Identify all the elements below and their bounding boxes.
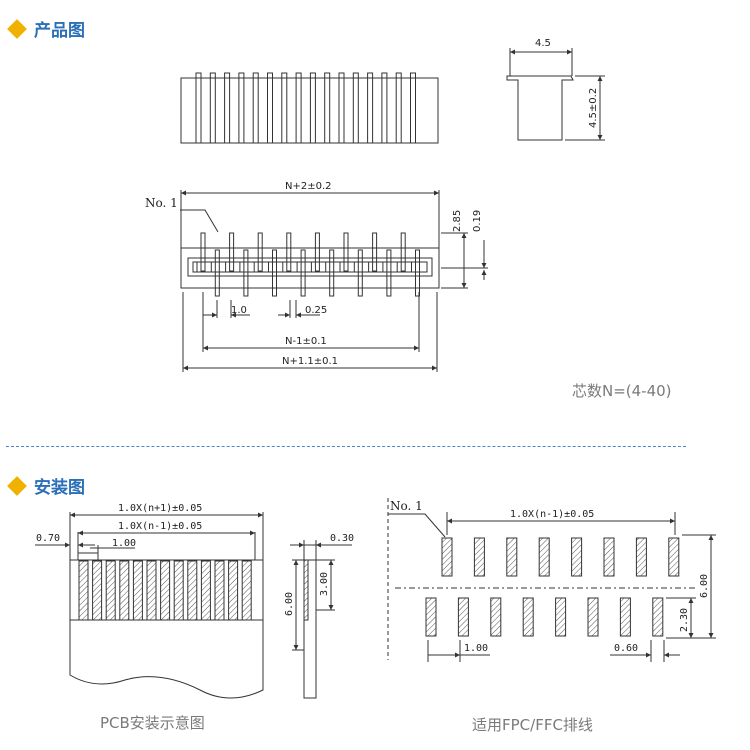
connector-pin — [400, 232, 406, 272]
pcb-pad — [228, 560, 239, 621]
ffc-pad-lower — [490, 597, 502, 637]
connector-pin — [229, 232, 235, 272]
front-slot — [309, 72, 316, 144]
connector-pin — [357, 249, 363, 297]
product-section-head: 产品图 — [6, 16, 85, 41]
pcb-pad — [200, 560, 211, 621]
ffc-caption: 适用FPC/FFC排线 — [472, 716, 593, 734]
pin-width-label: 0.25 — [305, 305, 327, 316]
ffc-pad-lower — [587, 597, 599, 637]
length-n-plus-1-1-label: N+1.1±0.1 — [282, 356, 338, 367]
connector-pin — [343, 232, 349, 272]
side-width-label: 4.5 — [535, 38, 551, 49]
ffc-pad-upper — [571, 537, 583, 577]
pcb-pad — [105, 560, 116, 621]
ffc-pad-lower — [652, 597, 664, 637]
ffc-pin1-label: No. 1 — [390, 499, 423, 513]
connector-pin — [372, 232, 378, 272]
pcb-side-030-label: 0.30 — [330, 533, 354, 544]
pitch-label: 1.0 — [231, 305, 247, 316]
connector-pin — [243, 249, 249, 297]
pcb-pad — [146, 560, 157, 621]
ffc-pad-lower — [555, 597, 567, 637]
top-view — [180, 190, 488, 372]
front-slot — [238, 72, 245, 144]
pin1-label: No. 1 — [145, 196, 178, 210]
front-slot — [367, 72, 374, 144]
install-section-head: 安装图 — [6, 473, 85, 498]
connector-pin — [286, 232, 292, 272]
ffc-pad-lower — [425, 597, 437, 637]
pcb-pad — [92, 560, 103, 621]
ffc-view — [387, 498, 716, 662]
ffc-pad-upper — [603, 537, 615, 577]
connector-pin — [200, 232, 206, 272]
connector-pin — [300, 249, 306, 297]
pcb-070-label: 0.70 — [36, 533, 60, 544]
section-title-product: 产品图 — [34, 21, 85, 41]
front-slot — [267, 72, 273, 144]
connector-pin — [257, 232, 263, 272]
ffc-pad-upper — [538, 537, 550, 577]
ffc-pad-upper — [506, 537, 518, 577]
ffc-pad-lower — [522, 597, 534, 637]
connector-pin — [314, 232, 320, 272]
ffc-pad-upper — [441, 537, 453, 577]
front-slot — [281, 72, 288, 144]
section-title-install: 安装图 — [34, 478, 85, 498]
section-divider — [6, 446, 686, 447]
pcb-pad — [78, 560, 89, 621]
height-019-label: 0.19 — [472, 210, 483, 232]
front-slot — [252, 72, 259, 144]
pcb-pad — [160, 560, 171, 621]
front-slot — [224, 72, 231, 144]
front-slot — [338, 72, 345, 144]
ffc-top-dim-label: 1.0X(n-1)±0.05 — [510, 509, 594, 520]
pcb-pad — [173, 560, 184, 621]
pcb-pad — [214, 560, 225, 621]
front-slot — [381, 72, 388, 144]
ffc-060-label: 0.60 — [614, 643, 638, 654]
pin-count-note: 芯数N=(4-40) — [572, 382, 672, 400]
pcb-side-300-label: 3.00 — [319, 572, 330, 596]
ffc-pad-lower — [619, 597, 631, 637]
connector-pin — [214, 249, 220, 297]
pcb-side-view — [290, 540, 352, 699]
pcb-pad — [132, 560, 143, 621]
pcb-100-label: 1.00 — [112, 538, 136, 549]
pcb-side-600-label: 6.00 — [284, 592, 295, 616]
front-slot — [352, 72, 359, 144]
connector-pin — [272, 249, 277, 297]
top-length-label: N+2±0.2 — [285, 181, 332, 192]
front-view — [180, 72, 439, 144]
ffc-230-label: 2.30 — [679, 608, 690, 632]
pcb-outer-dim-label: 1.0X(n+1)±0.05 — [118, 503, 202, 514]
front-slot — [195, 72, 202, 144]
ffc-pad-upper — [668, 537, 680, 577]
connector-pin — [329, 249, 335, 297]
pcb-view — [35, 512, 264, 699]
ffc-600-label: 6.00 — [699, 574, 710, 598]
ffc-pad-upper — [635, 537, 647, 577]
ffc-100-label: 1.00 — [464, 643, 488, 654]
front-slot — [324, 72, 331, 144]
pcb-pad — [187, 560, 198, 621]
ffc-pad-lower — [457, 597, 469, 637]
front-slot — [209, 72, 216, 144]
pcb-pad — [241, 560, 252, 621]
front-slot — [410, 72, 416, 144]
connector-pin — [415, 249, 420, 297]
height-285-label: 2.85 — [452, 210, 463, 232]
length-n-minus-1-label: N-1±0.1 — [285, 336, 327, 347]
pcb-inner-dim-label: 1.0X(n-1)±0.05 — [118, 521, 202, 532]
side-height-label: 4.5±0.2 — [588, 88, 599, 128]
connector-pin — [386, 249, 392, 297]
front-slot — [295, 72, 302, 144]
front-slot — [395, 72, 402, 144]
side-view — [506, 48, 605, 141]
ffc-pad-upper — [473, 537, 485, 577]
pcb-caption: PCB安装示意图 — [100, 714, 205, 732]
pcb-pad — [119, 560, 130, 621]
